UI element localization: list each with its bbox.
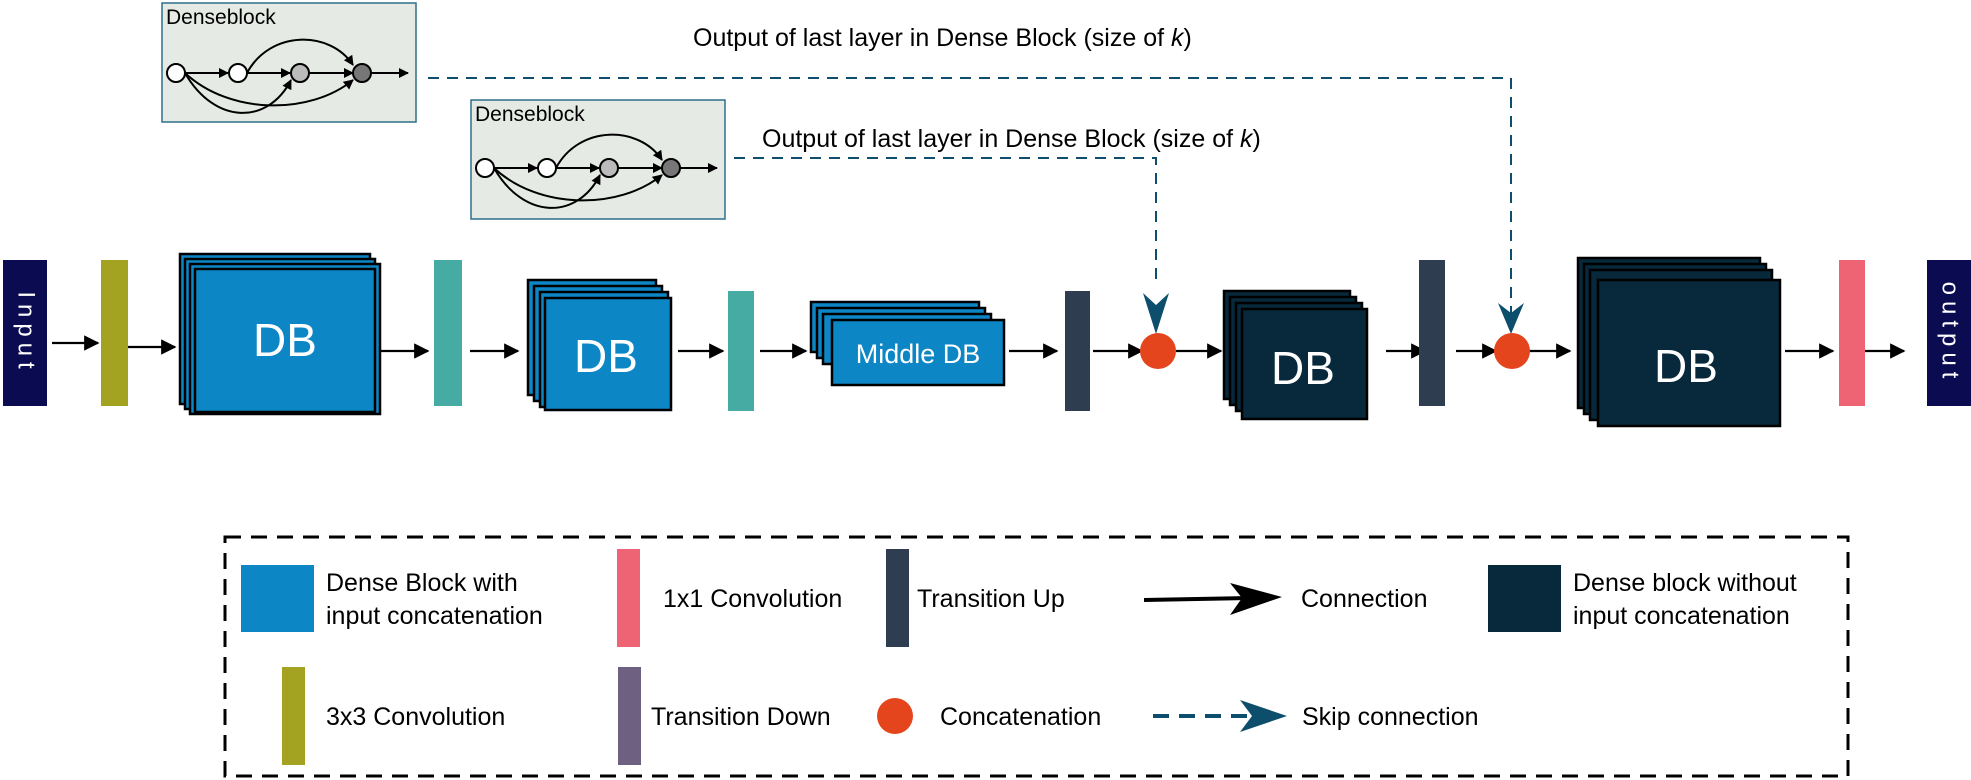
legend-dense-block-concat-line-2: input concatenation <box>326 602 543 630</box>
output-block <box>1927 260 1971 406</box>
transition-up-1 <box>1065 291 1090 411</box>
inset-2-node-4 <box>661 158 681 178</box>
dense-block-4: DB <box>1576 256 1782 428</box>
legend-skip-arrow <box>1153 700 1287 732</box>
inset-1-node-4 <box>352 63 372 83</box>
inset-1-node-1 <box>166 63 186 83</box>
legend-dense-block-no-concat-swatch <box>1488 565 1561 632</box>
inset-2-node-3 <box>599 158 619 178</box>
skip-caption-1: Output of last layer in Dense Block (siz… <box>693 24 1192 52</box>
denseblock-inset-1: Denseblock <box>161 2 417 123</box>
dense-block-4-label: DB <box>1654 340 1718 392</box>
concatenation-node-1 <box>1140 333 1176 369</box>
dense-block-1-label: DB <box>253 314 317 366</box>
legend: Dense Block with input concatenation 1x1… <box>223 535 1850 778</box>
legend-skip-connection-label: Skip connection <box>1302 703 1479 731</box>
legend-dense-block-no-concat-line-1: Dense block without <box>1573 569 1797 597</box>
dense-block-1: DB <box>178 252 382 416</box>
legend-transition-down-swatch <box>618 667 641 765</box>
conv-1x1-layer <box>1839 260 1865 406</box>
output-label: output <box>1937 282 1964 385</box>
inset-1-title: Denseblock <box>166 6 276 29</box>
legend-concatenation-swatch <box>877 698 913 734</box>
inset-1-node-2 <box>228 63 248 83</box>
middle-dense-block: Middle DB <box>809 300 1006 387</box>
skip-connection-2 <box>734 157 1169 334</box>
skip-arrowhead-2 <box>1143 293 1169 334</box>
middle-db-label: Middle DB <box>856 339 981 369</box>
dense-block-3-label: DB <box>1271 342 1335 394</box>
transition-up-2 <box>1419 260 1445 406</box>
denseblock-inset-2: Denseblock <box>470 99 726 220</box>
inset-2-node-1 <box>475 158 495 178</box>
legend-connection-arrow <box>1143 583 1282 615</box>
concatenation-node-2 <box>1494 333 1530 369</box>
legend-connection-label: Connection <box>1301 585 1427 613</box>
skip-connection-1 <box>428 77 1524 334</box>
skip-arrowhead-1 <box>1498 303 1524 334</box>
inset-1-graph <box>184 38 409 114</box>
inset-2-title: Denseblock <box>475 103 585 126</box>
transition-down-1 <box>434 260 462 406</box>
legend-dense-block-concat-swatch <box>241 565 314 632</box>
legend-dense-block-concat-line-1: Dense Block with <box>326 569 518 597</box>
legend-transition-up-swatch <box>886 549 909 647</box>
inset-1-node-3 <box>290 63 310 83</box>
dense-block-2: DB <box>526 278 673 412</box>
legend-conv-3x3-swatch <box>282 667 305 765</box>
legend-conv-3x3-label: 3x3 Convolution <box>326 703 505 731</box>
inset-1-background <box>161 2 417 123</box>
legend-transition-down-label: Transition Down <box>651 703 831 731</box>
legend-dense-block-no-concat-line-2: input concatenation <box>1573 602 1790 630</box>
input-label: Input <box>13 291 40 374</box>
legend-conv-1x1-label: 1x1 Convolution <box>663 585 842 613</box>
legend-conv-1x1-swatch <box>617 549 640 647</box>
connection-arrows <box>52 335 1906 359</box>
input-block <box>3 260 47 406</box>
legend-frame <box>223 535 1850 778</box>
inset-2-graph <box>493 133 718 209</box>
transition-down-2 <box>728 291 754 411</box>
inset-2-node-2 <box>537 158 557 178</box>
legend-concatenation-label: Concatenation <box>940 703 1101 731</box>
conv-3x3-layer <box>101 260 128 406</box>
dense-block-3: DB <box>1222 289 1369 421</box>
legend-transition-up-label: Transition Up <box>917 585 1065 613</box>
skip-caption-2: Output of last layer in Dense Block (siz… <box>762 125 1261 153</box>
dense-block-2-label: DB <box>574 330 638 382</box>
